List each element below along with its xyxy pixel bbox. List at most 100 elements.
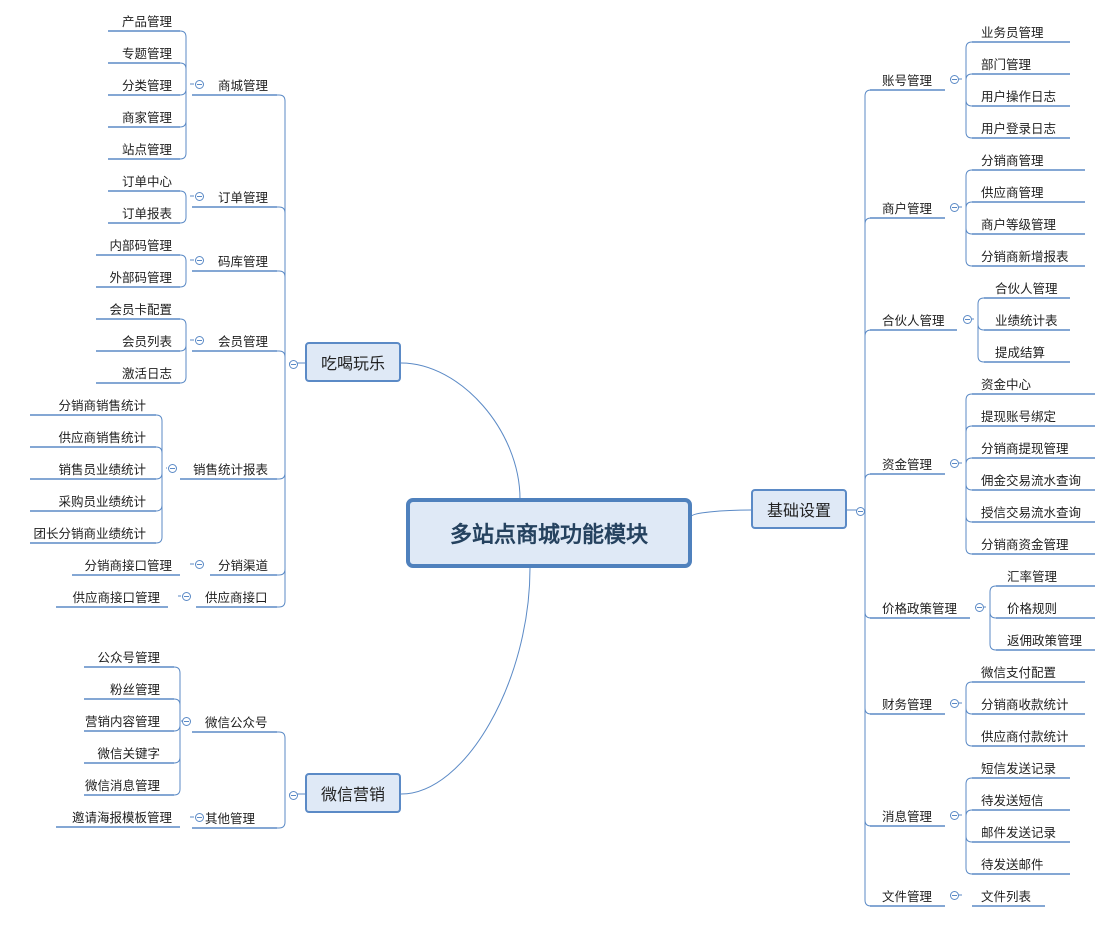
leaf-topic[interactable]: 业务员管理 [981,25,1044,40]
leaf-topic[interactable]: 邮件发送记录 [981,825,1057,840]
sub-topic[interactable]: 资金管理 [882,457,933,472]
leaf-topic[interactable]: 文件列表 [981,889,1032,904]
leaf-topic[interactable]: 资金中心 [981,377,1032,392]
leaf-topic[interactable]: 营销内容管理 [84,714,160,729]
leaf-topic[interactable]: 激活日志 [121,366,172,381]
leaf-topic[interactable]: 订单中心 [121,174,172,189]
leaf-topic[interactable]: 分销商管理 [981,153,1044,168]
sub-topic[interactable]: 价格政策管理 [882,601,958,616]
sub-topic[interactable]: 文件管理 [882,889,933,904]
leaf-topic[interactable]: 用户登录日志 [981,121,1057,136]
leaf-topic[interactable]: 返佣政策管理 [1007,633,1083,648]
leaf-topic[interactable]: 微信支付配置 [981,665,1057,680]
leaf-topic[interactable]: 产品管理 [121,14,172,29]
collapse-icon[interactable] [194,191,204,201]
branch-topic-b1[interactable]: 吃喝玩乐 [305,342,401,382]
leaf-topic[interactable]: 专题管理 [121,46,172,61]
sub-topic[interactable]: 消息管理 [882,809,933,824]
sub-topic[interactable]: 合伙人管理 [882,313,945,328]
sub-topic[interactable]: 销售统计报表 [193,462,269,477]
leaf-topic[interactable]: 授信交易流水查询 [981,505,1082,520]
leaf-topic[interactable]: 短信发送记录 [981,761,1057,776]
sub-topic[interactable]: 商城管理 [218,78,269,93]
leaf-topic[interactable]: 合伙人管理 [995,281,1058,296]
collapse-icon[interactable] [194,79,204,89]
leaf-topic[interactable]: 用户操作日志 [981,89,1057,104]
collapse-icon[interactable] [194,255,204,265]
leaf-topic[interactable]: 供应商接口管理 [72,590,160,605]
collapse-icon[interactable] [962,314,972,324]
sub-topic[interactable]: 订单管理 [218,190,269,205]
leaf-topic[interactable]: 分销商新增报表 [981,249,1069,264]
leaf-topic[interactable]: 价格规则 [1007,601,1058,616]
leaf-topic[interactable]: 分类管理 [121,78,172,93]
sub-topic[interactable]: 其他管理 [205,811,256,826]
leaf-topic[interactable]: 提成结算 [995,345,1046,360]
leaf-topic[interactable]: 会员列表 [121,334,172,349]
leaf-topic[interactable]: 待发送短信 [981,793,1044,808]
collapse-icon[interactable] [855,506,865,516]
sub-topic[interactable]: 账号管理 [882,73,933,88]
leaf-topic[interactable]: 佣金交易流水查询 [981,473,1082,488]
leaf-topic[interactable]: 外部码管理 [109,270,172,285]
leaf-topic[interactable]: 团长分销商业绩统计 [33,526,146,541]
leaf-topic[interactable]: 汇率管理 [1007,569,1058,584]
leaf-topic[interactable]: 微信消息管理 [84,778,160,793]
collapse-icon[interactable] [949,890,959,900]
leaf-topic[interactable]: 公众号管理 [97,650,160,665]
leaf-topic[interactable]: 分销商销售统计 [58,398,146,413]
leaf-link [179,216,187,224]
sub-topic[interactable]: 码库管理 [218,254,269,269]
sub-topic[interactable]: 供应商接口 [205,590,268,605]
leaf-topic[interactable]: 待发送邮件 [981,857,1044,872]
collapse-icon[interactable] [167,463,177,473]
collapse-icon[interactable] [974,602,984,612]
leaf-topic[interactable]: 业绩统计表 [995,313,1058,328]
leaf-topic[interactable]: 分销商收款统计 [981,697,1069,712]
root-topic[interactable]: 多站点商城功能模块 [406,498,692,568]
sub-topic[interactable]: 分销渠道 [218,558,269,573]
collapse-icon[interactable] [288,359,298,369]
leaf-topic[interactable]: 粉丝管理 [109,682,160,697]
leaf-topic[interactable]: 站点管理 [121,142,172,157]
branch-topic-b2[interactable]: 微信营销 [305,773,401,813]
leaf-topic[interactable]: 销售员业绩统计 [58,462,146,477]
branch-topic-b3[interactable]: 基础设置 [751,489,847,529]
collapse-icon[interactable] [181,716,191,726]
collapse-icon[interactable] [949,74,959,84]
leaf-topic[interactable]: 提现账号绑定 [981,409,1057,424]
leaf-topic[interactable]: 会员卡配置 [109,302,172,317]
leaf-topic[interactable]: 采购员业绩统计 [58,494,146,509]
root-link-b2 [400,567,531,795]
collapse-icon[interactable] [949,458,959,468]
leaf-topic[interactable]: 商户等级管理 [981,217,1057,232]
leaf-link [173,724,181,732]
sub-topic[interactable]: 会员管理 [218,334,269,349]
collapse-icon[interactable] [194,559,204,569]
leaf-topic[interactable]: 部门管理 [981,57,1032,72]
leaf-topic[interactable]: 内部码管理 [109,238,172,253]
collapse-icon[interactable] [181,591,191,601]
leaf-link [965,227,973,235]
leaf-topic[interactable]: 分销商资金管理 [981,537,1069,552]
sub-link [192,350,286,358]
collapse-icon[interactable] [194,812,204,822]
leaf-topic[interactable]: 邀请海报模板管理 [71,810,172,825]
leaf-topic[interactable]: 微信关键字 [97,746,160,761]
collapse-icon[interactable] [194,335,204,345]
sub-link [864,819,872,827]
collapse-icon[interactable] [949,698,959,708]
collapse-icon[interactable] [288,790,298,800]
leaf-topic[interactable]: 分销商提现管理 [981,441,1069,456]
sub-topic[interactable]: 微信公众号 [205,715,268,730]
leaf-topic[interactable]: 供应商管理 [981,185,1044,200]
leaf-topic[interactable]: 供应商付款统计 [981,729,1069,744]
sub-topic[interactable]: 商户管理 [882,201,933,216]
collapse-icon[interactable] [949,202,959,212]
leaf-topic[interactable]: 商家管理 [121,110,172,125]
sub-topic[interactable]: 财务管理 [882,697,933,712]
collapse-icon[interactable] [949,810,959,820]
leaf-topic[interactable]: 订单报表 [121,206,172,221]
leaf-topic[interactable]: 分销商接口管理 [84,558,172,573]
leaf-topic[interactable]: 供应商销售统计 [58,430,146,445]
